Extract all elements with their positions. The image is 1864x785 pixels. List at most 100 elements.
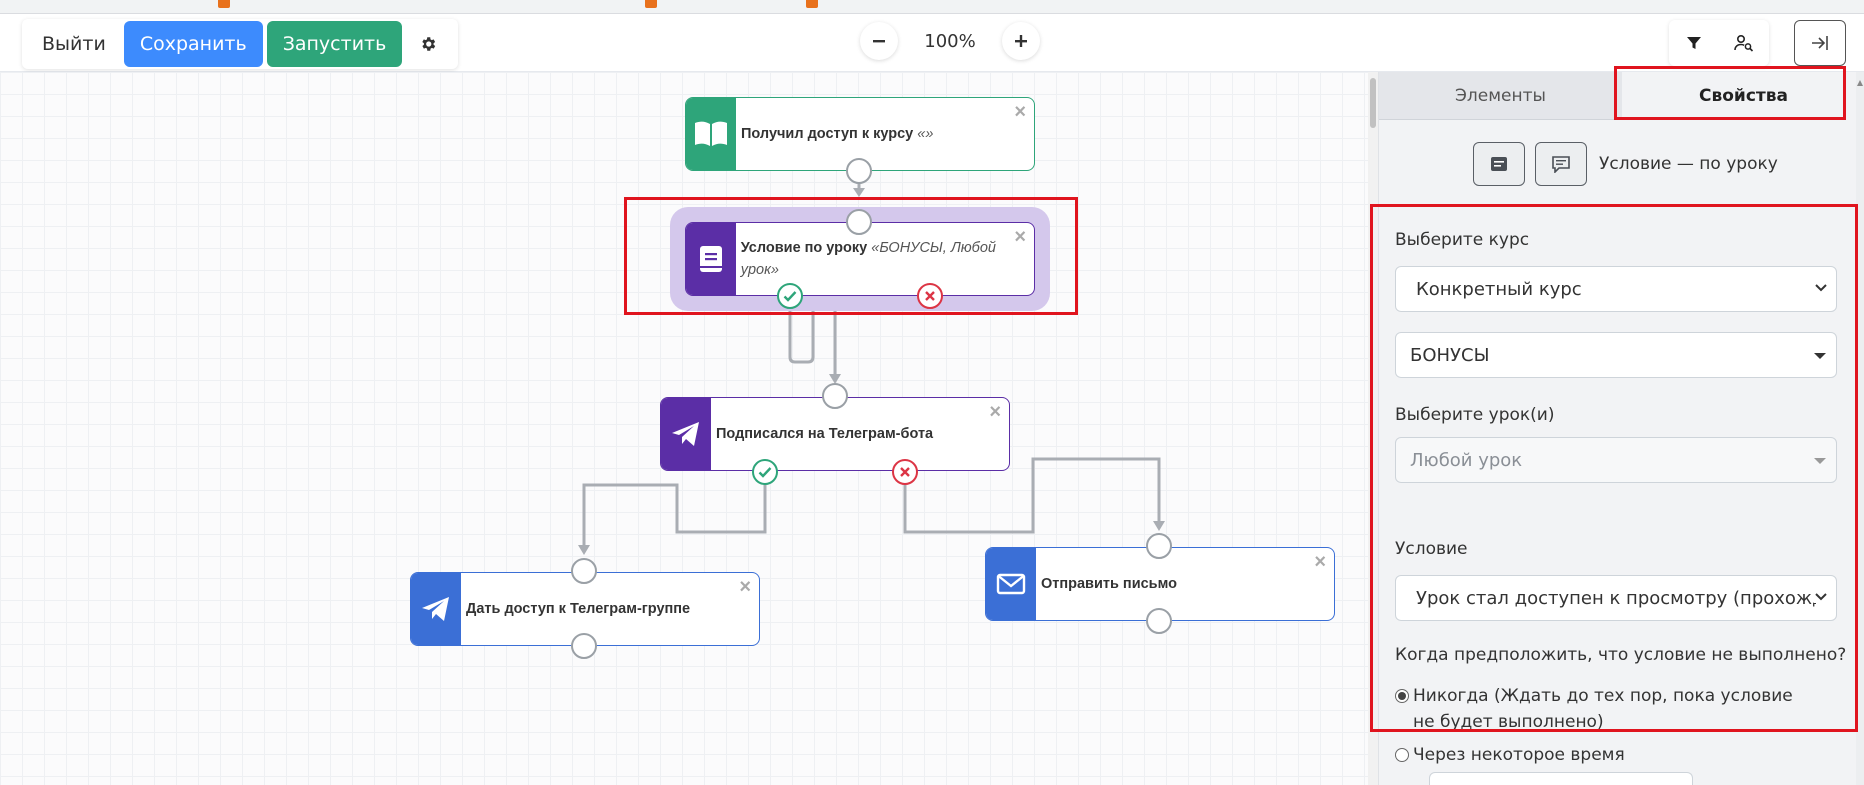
telegram-icon bbox=[411, 573, 461, 645]
connector-arrow bbox=[1153, 521, 1165, 531]
right-tools bbox=[1669, 20, 1769, 66]
connector-arrow bbox=[829, 374, 841, 384]
connector bbox=[582, 474, 767, 550]
check-icon bbox=[783, 291, 797, 302]
connector bbox=[903, 457, 1161, 534]
envelope-icon bbox=[986, 548, 1036, 620]
book-open-icon bbox=[686, 98, 736, 170]
lessons-select[interactable]: Любой урок bbox=[1395, 437, 1837, 483]
zoom-out-button[interactable] bbox=[860, 22, 898, 60]
condition-select[interactable]: Урок стал доступен к просмотру (прохожде… bbox=[1395, 575, 1837, 621]
canvas-scrollbar[interactable] bbox=[1368, 72, 1378, 785]
collapse-panel-button[interactable] bbox=[1794, 20, 1846, 66]
node-lesson-condition[interactable]: Условие по уроку «БОНУСЫ, Любой урок» × bbox=[685, 222, 1035, 296]
user-search-button[interactable] bbox=[1719, 20, 1769, 66]
scrollbar-thumb[interactable] bbox=[1370, 78, 1376, 128]
settings-button[interactable] bbox=[402, 21, 455, 67]
success-output-port[interactable] bbox=[752, 459, 778, 485]
flow-canvas[interactable]: Получил доступ к курсу «» × Условие по у… bbox=[0, 72, 1378, 785]
delete-node-button[interactable]: × bbox=[1314, 551, 1326, 573]
chevron-down-icon bbox=[1815, 284, 1827, 292]
delete-node-button[interactable]: × bbox=[1014, 101, 1026, 123]
tab-properties[interactable]: Свойства bbox=[1622, 72, 1864, 120]
zoom-level: 100% bbox=[924, 30, 976, 52]
editor-toolbar: Выйти Сохранить Запустить 100% bbox=[0, 14, 1864, 72]
annotation-highlight-node bbox=[624, 197, 1078, 315]
lessons-value: Любой урок bbox=[1410, 449, 1523, 471]
node-telegram-group[interactable]: Дать доступ к Телеграм-группе × bbox=[410, 572, 760, 646]
success-output-port[interactable] bbox=[777, 283, 803, 309]
node-label: Отправить письмо bbox=[1041, 576, 1177, 592]
option-never[interactable]: Никогда (Ждать до тех пор, пока условие … bbox=[1395, 683, 1815, 735]
bookmark-favicon[interactable] bbox=[218, 0, 230, 8]
run-button[interactable]: Запустить bbox=[266, 21, 403, 67]
input-port[interactable] bbox=[1146, 533, 1172, 559]
filter-button[interactable] bbox=[1669, 20, 1719, 66]
minus-icon bbox=[873, 40, 885, 43]
save-button[interactable]: Сохранить bbox=[123, 21, 263, 67]
input-port[interactable] bbox=[822, 383, 848, 409]
output-port[interactable] bbox=[846, 158, 872, 184]
radio-after[interactable] bbox=[1395, 748, 1409, 762]
tab-elements[interactable]: Элементы bbox=[1379, 72, 1622, 120]
comment-icon bbox=[1552, 156, 1570, 173]
course-type-value: Конкретный курс bbox=[1416, 278, 1582, 300]
option-after[interactable]: Через некоторое время bbox=[1395, 742, 1625, 768]
comment-button[interactable] bbox=[1535, 142, 1587, 186]
course-select[interactable]: БОНУСЫ bbox=[1395, 332, 1837, 378]
zoom-in-button[interactable] bbox=[1002, 22, 1040, 60]
annotation-highlight-properties bbox=[1370, 204, 1858, 732]
chevron-down-icon bbox=[1814, 589, 1828, 603]
browser-bookmarks-strip bbox=[0, 0, 1864, 14]
output-port[interactable] bbox=[1146, 608, 1172, 634]
connector-arrow bbox=[578, 545, 590, 555]
exit-button[interactable]: Выйти bbox=[26, 21, 122, 67]
course-type-select[interactable]: Конкретный курс bbox=[1395, 266, 1837, 312]
bookmark-favicon[interactable] bbox=[806, 0, 818, 8]
node-telegram-subscribe[interactable]: Подписался на Телеграм-бота × bbox=[660, 397, 1010, 471]
radio-never[interactable] bbox=[1395, 689, 1409, 703]
node-detail: «» bbox=[917, 126, 934, 142]
main-actions: Выйти Сохранить Запустить bbox=[22, 19, 459, 69]
delete-node-button[interactable]: × bbox=[739, 576, 751, 598]
input-port[interactable] bbox=[846, 209, 872, 235]
telegram-icon bbox=[661, 398, 711, 470]
node-label: Получил доступ к курсу «» bbox=[736, 98, 963, 170]
output-port[interactable] bbox=[571, 633, 597, 659]
node-title: Условие по уроку bbox=[740, 240, 868, 256]
input-port[interactable] bbox=[571, 558, 597, 584]
connector-arrow bbox=[853, 188, 865, 197]
caret-down-icon bbox=[1814, 458, 1826, 464]
note-button[interactable] bbox=[1473, 142, 1525, 186]
close-icon bbox=[900, 467, 910, 477]
bookmark-favicon[interactable] bbox=[645, 0, 657, 8]
element-header: Условие — по уроку bbox=[1473, 142, 1778, 186]
gear-icon bbox=[422, 37, 436, 51]
course-label: Выберите курс bbox=[1395, 230, 1530, 250]
plus-icon bbox=[1015, 35, 1027, 47]
book-icon bbox=[686, 223, 736, 295]
fail-output-port[interactable] bbox=[917, 283, 943, 309]
element-title: Условие — по уроку bbox=[1599, 154, 1778, 174]
panel-scrollbar[interactable] bbox=[1856, 72, 1864, 785]
condition-value: Урок стал доступен к просмотру (прохожде… bbox=[1416, 587, 1816, 609]
delete-node-button[interactable]: × bbox=[989, 401, 1001, 423]
node-label: Условие по уроку «БОНУСЫ, Любой урок» bbox=[736, 223, 1034, 295]
user-search-icon bbox=[1734, 34, 1754, 52]
node-label: Подписался на Телеграм-бота bbox=[716, 426, 934, 442]
panel-tabs: Элементы Свойства bbox=[1379, 72, 1864, 120]
node-title: Получил доступ к курсу bbox=[741, 126, 914, 142]
filter-icon bbox=[1687, 37, 1701, 49]
properties-panel: Элементы Свойства Условие — по уроку Выб… bbox=[1378, 72, 1864, 785]
option-after-label: Через некоторое время bbox=[1413, 745, 1625, 765]
arrow-right-to-bar-icon bbox=[1812, 36, 1828, 50]
delete-node-button[interactable]: × bbox=[1014, 226, 1026, 248]
zoom-controls: 100% bbox=[860, 22, 1040, 60]
annotation-highlight-tab bbox=[1614, 66, 1846, 120]
connector bbox=[788, 296, 815, 364]
check-icon bbox=[758, 467, 772, 478]
scroll-up-arrow[interactable] bbox=[1857, 80, 1863, 86]
delay-input[interactable] bbox=[1429, 772, 1693, 785]
fail-output-port[interactable] bbox=[892, 459, 918, 485]
node-label: Дать доступ к Телеграм-группе bbox=[466, 601, 691, 617]
